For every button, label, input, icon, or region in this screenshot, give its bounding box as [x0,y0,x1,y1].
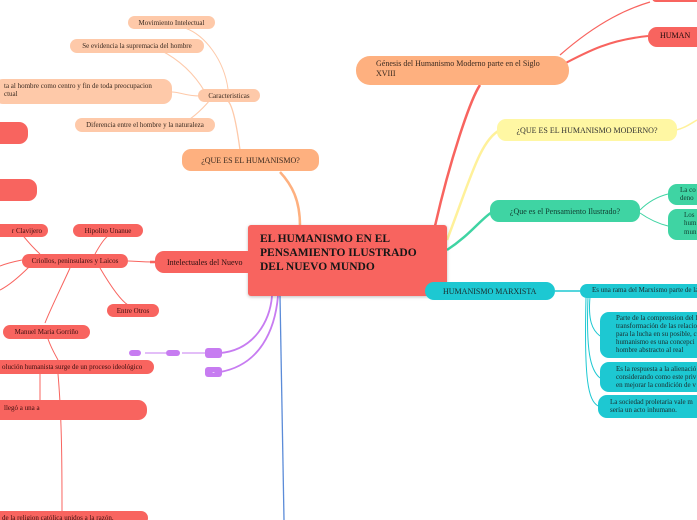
ilustrado-leaf-2-line-3: mun [684,227,697,236]
comprension-hombre-node[interactable]: Parte de la comprension del h transforma… [600,312,697,358]
link-que-es-caracteristicas [227,100,241,151]
unanue-node[interactable]: Hipolito Unanue [73,224,143,237]
link-criollos-gorrino [44,267,71,324]
link-central-que-es [279,171,302,227]
comprension-line-2: transformación de las relacio [616,322,697,331]
entre-otros-node[interactable]: Entre Otros [107,304,159,317]
movimiento-intelectual-node[interactable]: Movimiento Intelectual [128,16,215,29]
hombre-centro-line-1: ta al hombre como centro y fin de toda p… [4,82,152,90]
clavijero-node[interactable]: r Clavijero [0,224,48,237]
cropped-red-top-edge [652,0,697,2]
humanismo-moderno-node[interactable]: ¿QUE ES EL HUMANISMO MODERNO? [497,119,677,141]
link-rama-parte [589,296,601,337]
criollos-node[interactable]: Criollos, peninsulares y Laicos [22,254,128,268]
ilustrado-leaf-2-line-1: Los [684,211,695,219]
humanismo-marxista-node[interactable]: HUMANISMO MARXISTA [425,282,555,300]
link-central-genesis [433,84,482,227]
comprension-line-3: para la lucha en su posible, c [616,330,697,339]
comprension-line-4: humanismo es una concepci [616,338,695,347]
link-central-blue [279,295,285,520]
central-topic[interactable]: EL HUMANISMO EN EL PENSAMIENTO ILUSTRADO… [248,225,447,296]
hombre-centro-node[interactable]: ta al hombre como centro y fin de toda p… [0,79,172,104]
ilustrado-leaf-2[interactable]: Los hum mun [668,209,697,240]
link-car-centro [171,91,201,97]
pensamiento-ilustrado-node[interactable]: ¿Que es el Pensamiento Ilustrado? [490,200,640,222]
aceptacion-node-right [40,400,147,420]
link-ilus-leaf2 [639,212,669,227]
link-ilus-leaf1 [639,193,669,211]
link-moderno-right [675,119,697,131]
hombre-centro-line-2: ctual [4,90,18,99]
link-intel-criollos [127,260,156,263]
alienacion-line-3: en mejorar la condición de v [616,381,696,390]
ilustrado-leaf-1-line-1: La co [680,186,696,194]
intelectuales-node[interactable]: Intelectuales del Nuevo [155,251,255,273]
sociedad-line-1: La sociedad proletaria vale m [610,398,693,406]
que-es-humanismo-node[interactable]: ¿QUE ES EL HUMANISMO? [182,149,319,171]
purple-node-large[interactable] [205,348,222,358]
revolucion-node[interactable]: olución humanista surge de un proceso id… [0,360,154,374]
link-criollos-otros [99,267,129,306]
comprension-line-1: Parte de la comprension del h [616,314,697,322]
link-central-ilustrado [446,210,493,252]
humanismo-top-node[interactable]: HUMAN [648,27,697,47]
sociedad-line-2: sería un acto inhumano. [610,406,677,415]
link-car-movimiento [184,27,229,90]
purple-node-dot[interactable]: - [205,367,222,377]
comprension-line-5: hombre abstracto al real [616,346,684,355]
cropped-red-node-1[interactable] [0,122,28,144]
ilustrado-leaf-1-line-2: deno [680,194,694,203]
link-revolucion-religion [57,373,63,513]
supremacia-node[interactable]: Se evidencia la supremacia del hombre [70,39,204,53]
link-criollos-unanue [94,235,109,255]
link-central-purple-2 [219,295,279,373]
genesis-node[interactable]: Génesis del Humanismo Moderno parte en e… [356,56,569,85]
link-criollos-left1 [0,259,23,267]
rama-marxismo-node[interactable]: Es una rama del Marxismo parte de la [580,284,697,298]
ilustrado-leaf-1[interactable]: La co deno [668,184,697,205]
alienacion-line-1: Es la respuesta a la alienació [616,365,697,373]
aceptacion-node[interactable]: llegó a una aceptación en el [0,400,46,420]
sociedad-proletaria-node[interactable]: La sociedad proletaria vale m sería un a… [598,395,697,418]
link-gorrino-revolucion [47,338,59,361]
caracteristicas-node[interactable]: Caracteristicas [198,89,260,102]
link-rama-respuesta [587,296,601,379]
link-criollos-left2 [0,265,31,291]
link-top-edge [559,1,651,56]
cropped-red-node-2[interactable] [0,179,37,201]
alienacion-line-2: considerando como este priv [616,373,697,382]
link-central-moderno [445,128,501,241]
link-central-purple-1 [219,295,273,354]
purple-node-small-2[interactable] [129,350,141,356]
diferencia-node[interactable]: Diferencia entre el hombre y la naturale… [75,118,215,132]
ilustrado-leaf-2-line-2: hum [684,219,697,228]
religion-node[interactable]: de la religion católica unidos a la razó… [0,511,148,520]
purple-node-small-1[interactable] [166,350,180,356]
gorrino-node[interactable]: Manuel Maria Gorriño [3,325,90,339]
link-rama-sociedad [585,296,599,407]
link-genesis-human [559,35,649,67]
alienacion-node[interactable]: Es la respuesta a la alienació considera… [600,362,697,392]
